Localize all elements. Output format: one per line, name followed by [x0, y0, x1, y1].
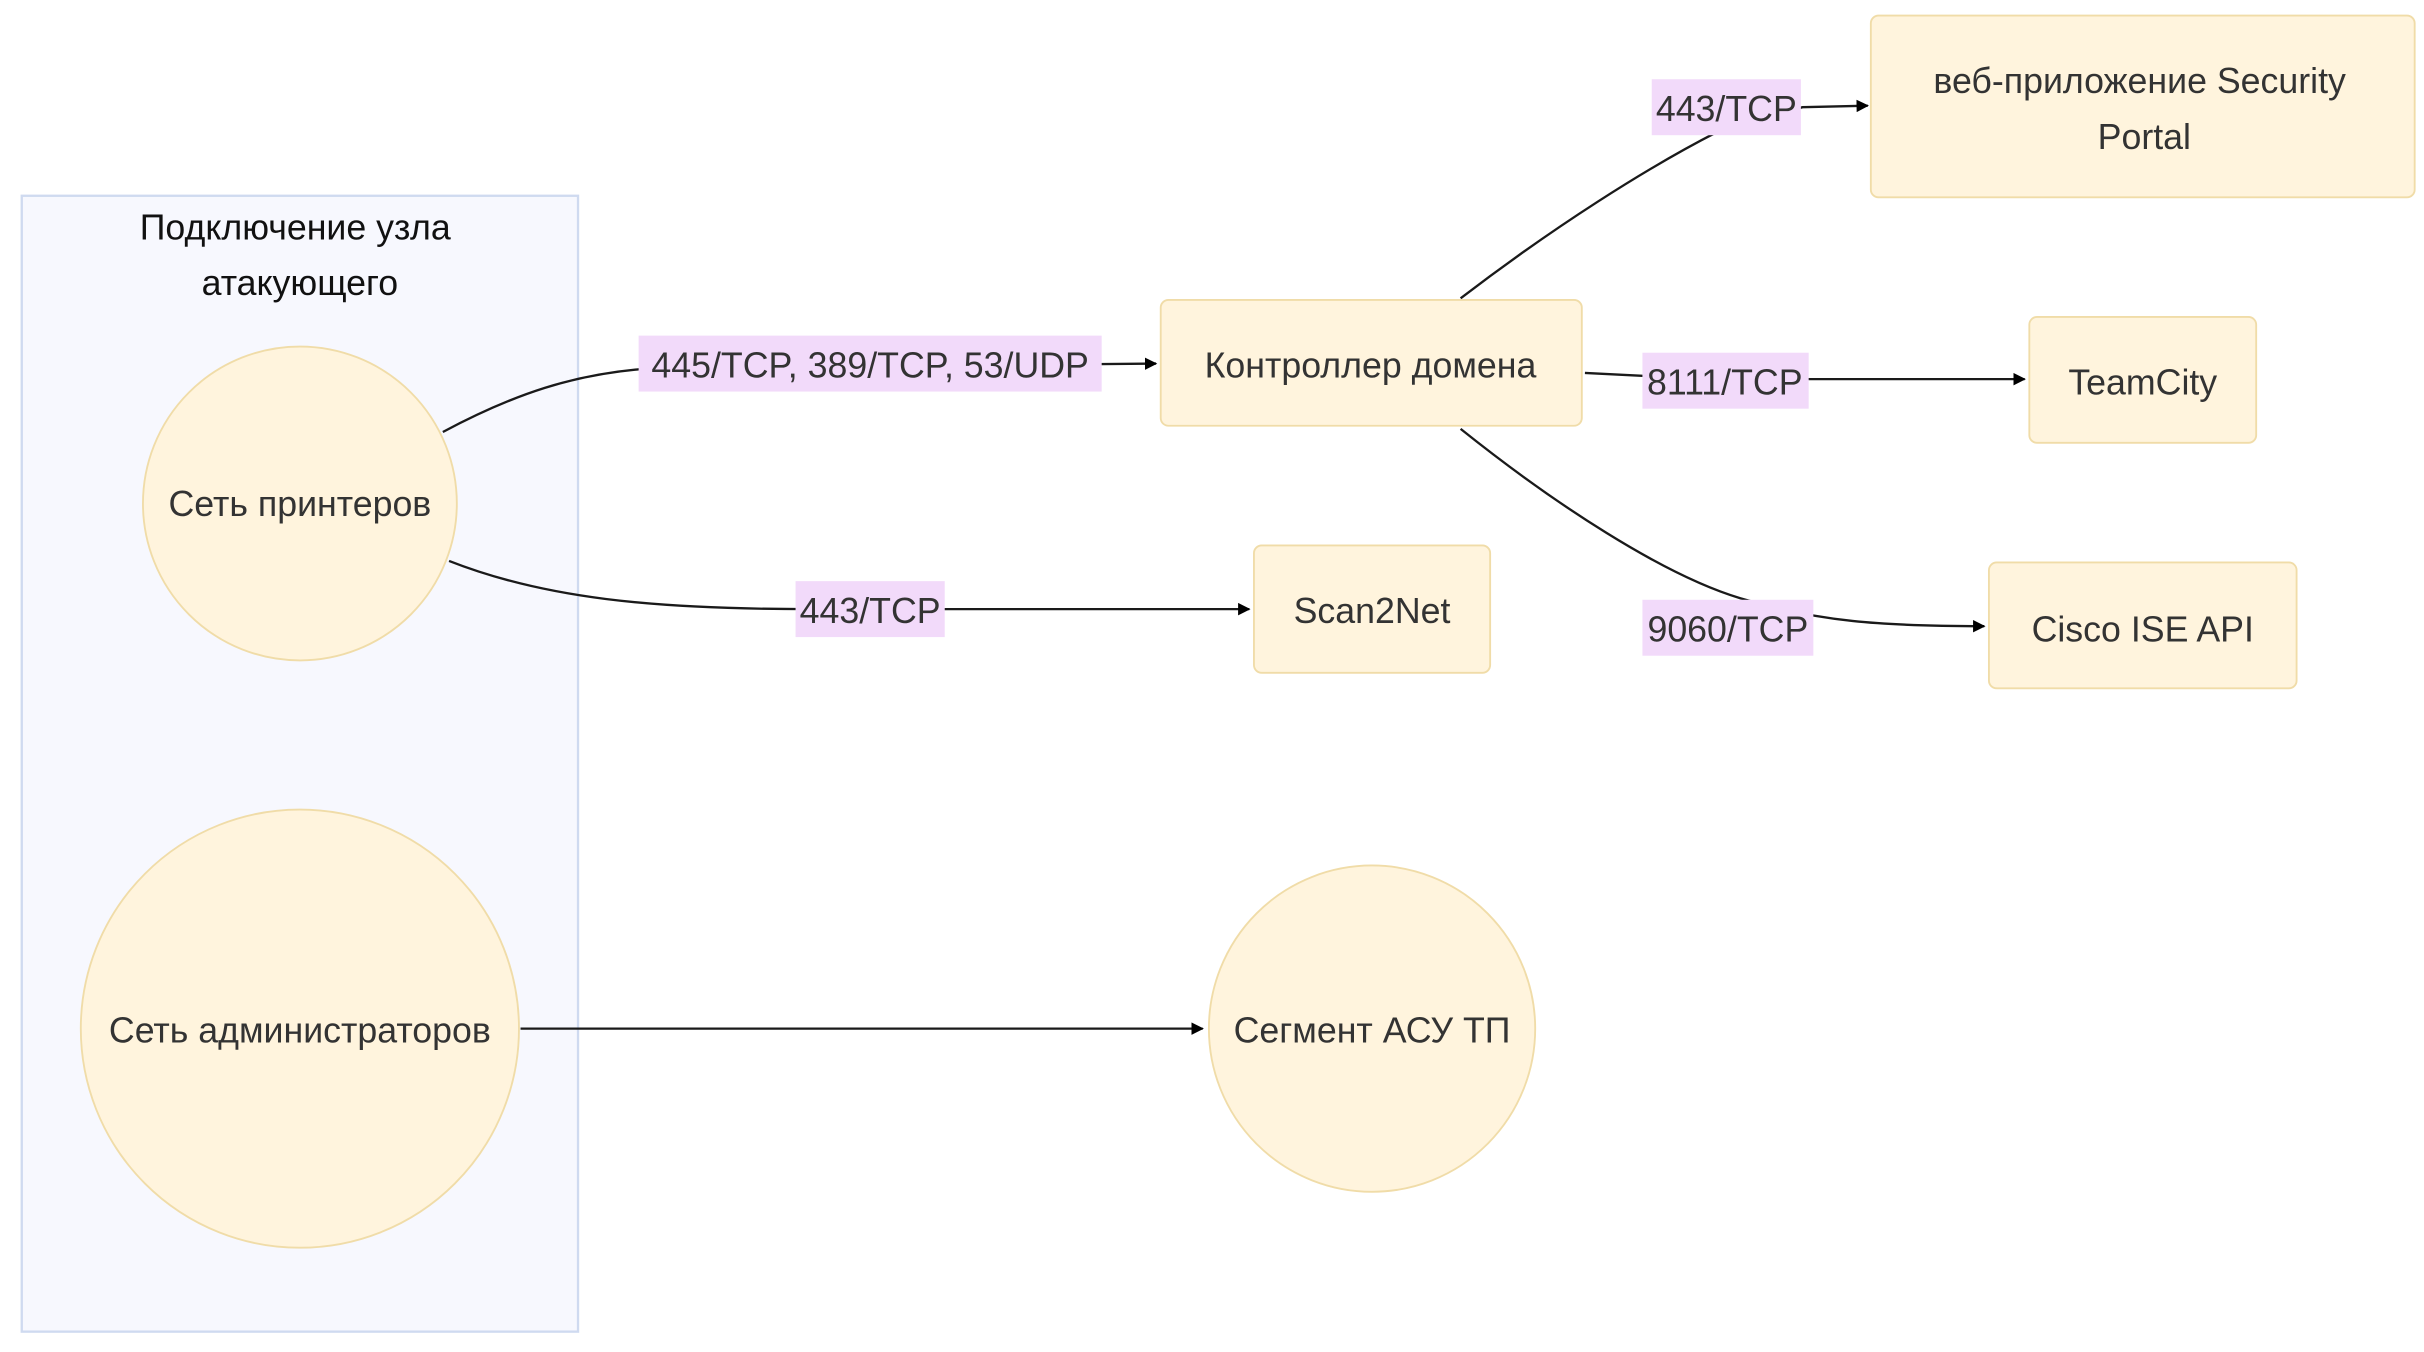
node-teamcity[interactable]: TeamCity	[2028, 316, 2258, 444]
svg-text:443/TCP: 443/TCP	[800, 591, 941, 631]
svg-text:445/TCP, 389/TCP, 53/UDP: 445/TCP, 389/TCP, 53/UDP	[651, 346, 1088, 386]
node-label-line2: Portal	[2098, 117, 2191, 157]
node-domain-controller[interactable]: Контроллер домена	[1159, 298, 1583, 427]
cluster-title-line1: Подключение узла	[140, 207, 451, 247]
node-cisco-ise-api[interactable]: Cisco ISE API	[1987, 561, 2298, 690]
node-ics-segment[interactable]: Сегмент АСУ ТП	[1207, 864, 1537, 1193]
edge-printers-dc	[442, 357, 1158, 433]
svg-text:8111/TCP: 8111/TCP	[1647, 363, 1803, 403]
node-label: Scan2Net	[1294, 591, 1451, 631]
edge-label-dc-portal: 443/TCP	[1651, 79, 1801, 136]
svg-text:9060/TCP: 9060/TCP	[1647, 610, 1808, 650]
edges	[442, 99, 2026, 1035]
svg-text:443/TCP: 443/TCP	[1656, 89, 1797, 129]
cluster-title-line2: атакующего	[202, 263, 399, 303]
node-printers-network[interactable]: Сеть принтеров	[142, 345, 458, 662]
edge-label-printers-scan2net: 443/TCP	[795, 581, 945, 638]
node-label: Сеть администраторов	[109, 1011, 491, 1051]
node-security-portal[interactable]: веб-приложение Security Portal	[1869, 14, 2416, 199]
node-label: Cisco ISE API	[2032, 610, 2254, 650]
edge-printers-scan2net	[448, 559, 1251, 616]
node-label: Сегмент АСУ ТП	[1234, 1011, 1511, 1051]
node-label: Контроллер домена	[1205, 346, 1537, 386]
edge-labels: 445/TCP, 389/TCP, 53/UDP 443/TCP 443/TCP…	[638, 79, 1814, 656]
edge-dc-portal	[1459, 99, 1869, 300]
node-label: TeamCity	[2068, 363, 2217, 403]
edge-dc-cisco	[1459, 427, 1986, 633]
edge-label-dc-cisco: 9060/TCP	[1642, 599, 1814, 656]
node-scan2net[interactable]: Scan2Net	[1253, 544, 1492, 674]
node-label-line1: веб-приложение Security	[1933, 61, 2346, 101]
edge-label-printers-dc: 445/TCP, 389/TCP, 53/UDP	[638, 335, 1102, 392]
edge-label-dc-teamcity: 8111/TCP	[1642, 352, 1809, 409]
node-label: Сеть принтеров	[169, 484, 432, 524]
node-admins-network[interactable]: Сеть администраторов	[79, 808, 520, 1249]
